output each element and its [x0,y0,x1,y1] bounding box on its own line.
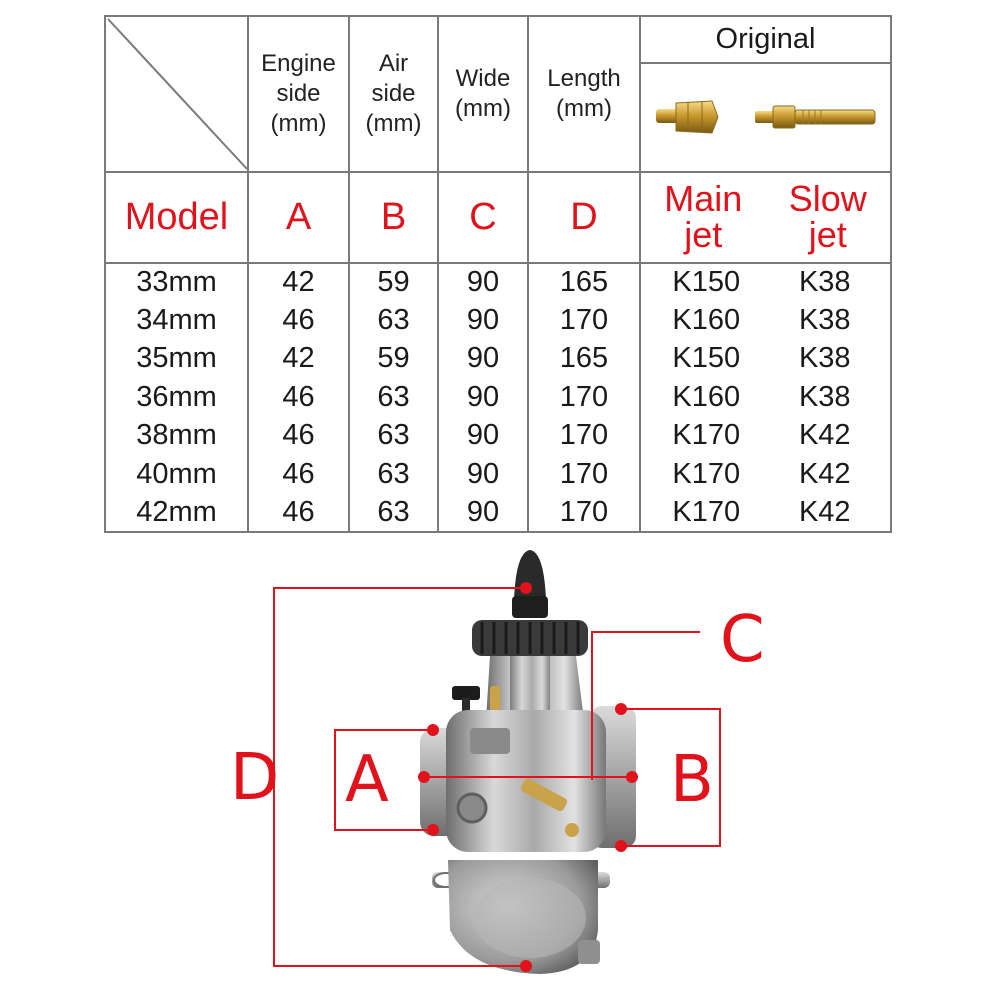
cell-slow-jet: K42 [798,419,851,452]
cell-model: 34mm [104,301,249,340]
cell-d: 170 [527,493,641,533]
cell-b: 59 [348,261,439,302]
cell-slow-jet: K38 [798,342,851,375]
cell-jets: K170 K42 [639,493,892,533]
cell-c: 90 [437,301,529,340]
header-air-side: Air side (mm) [348,15,439,173]
cell-c: 90 [437,261,529,302]
code-d: D [527,170,641,264]
cell-main-jet: K170 [672,457,741,490]
cell-b: 63 [348,493,439,533]
cell-a: 46 [247,378,350,417]
header-original: Original [639,15,892,64]
cell-jets: K170 K42 [639,455,892,494]
cell-jets: K160 K38 [639,378,892,417]
code-b: B [348,170,439,264]
code-model: Model [104,170,249,264]
slow-jet-image [754,105,876,129]
cell-b: 63 [348,378,439,417]
cell-jets: K160 K38 [639,301,892,340]
cell-d: 170 [527,378,641,417]
cell-slow-jet: K38 [798,380,851,413]
code-a: A [247,170,350,264]
label-b: B [670,743,714,817]
cell-slow-jet: K42 [798,457,851,490]
cell-main-jet: K150 [672,342,741,375]
cell-jets: K150 K38 [639,339,892,379]
cell-c: 90 [437,455,529,494]
cell-c: 90 [437,416,529,456]
cell-jets: K150 K38 [639,261,892,302]
main-jet-image [656,100,719,134]
label-d: D [230,741,280,815]
cell-jets: K170 K42 [639,416,892,456]
cell-c: 90 [437,339,529,379]
cell-model: 35mm [104,339,249,379]
cell-a: 42 [247,339,350,379]
cell-slow-jet: K42 [798,495,851,528]
cell-a: 46 [247,493,350,533]
corner-cell [104,15,249,173]
cell-model: 40mm [104,455,249,494]
cell-model: 33mm [104,261,249,302]
cell-main-jet: K160 [672,380,741,413]
cell-main-jet: K170 [672,495,741,528]
header-engine-side: Engine side (mm) [247,15,350,173]
cell-main-jet: K150 [672,266,741,299]
cell-c: 90 [437,378,529,417]
cell-a: 46 [247,301,350,340]
label-c: C [720,603,765,677]
cell-main-jet: K170 [672,419,741,452]
cell-a: 42 [247,261,350,302]
cell-slow-jet: K38 [798,266,851,299]
header-length: Length (mm) [527,15,641,173]
cell-model: 36mm [104,378,249,417]
cell-d: 170 [527,416,641,456]
cell-b: 63 [348,455,439,494]
spec-table: Engine side (mm) Air side (mm) Wide (mm)… [104,15,892,533]
diagonal-line [107,18,248,170]
jet-images-cell [639,61,892,173]
cell-model: 42mm [104,493,249,533]
cell-d: 165 [527,261,641,302]
label-a: A [345,743,389,817]
cell-a: 46 [247,455,350,494]
cell-b: 59 [348,339,439,379]
cell-b: 63 [348,301,439,340]
cell-a: 46 [247,416,350,456]
cell-c: 90 [437,493,529,533]
cell-slow-jet: K38 [798,304,851,337]
cell-b: 63 [348,416,439,456]
header-wide: Wide (mm) [437,15,529,173]
dimension-diagram: D A B C [0,540,1000,1000]
cell-main-jet: K160 [672,304,741,337]
carburetor-image [273,550,721,974]
code-c: C [437,170,529,264]
cell-model: 38mm [104,416,249,456]
cell-d: 170 [527,301,641,340]
cell-d: 170 [527,455,641,494]
cell-d: 165 [527,339,641,379]
